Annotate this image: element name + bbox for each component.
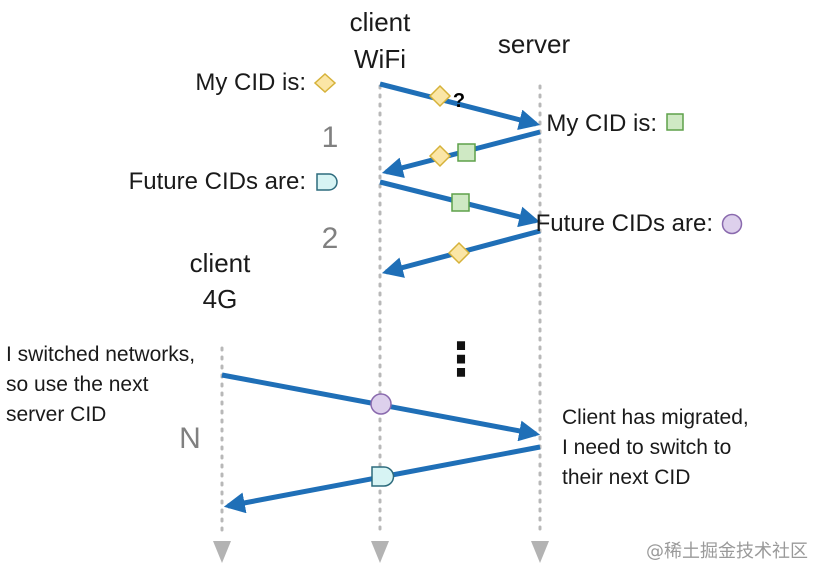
switched-networks-line1: I switched networks, <box>6 343 195 366</box>
switched-networks-line3: server CID <box>6 403 106 426</box>
watermark: @稀土掘金技术社区 <box>646 541 808 562</box>
switched-networks-line2: so use the next <box>6 373 149 396</box>
continuation-dots: ⋮ <box>438 332 484 386</box>
client-4g-label-line1: client <box>190 248 251 278</box>
question-mark: ? <box>453 90 465 112</box>
client-wifi-label-line1: client <box>350 7 411 37</box>
client-4g-label-line2: 4G <box>203 284 238 314</box>
server-label: server <box>498 29 571 59</box>
circle-cid-icon <box>721 213 743 235</box>
diamond-on-arrow-4-icon <box>447 241 471 265</box>
diamond-on-arrow-1-icon <box>428 84 452 108</box>
arrow-client-to-server-1 <box>379 81 541 130</box>
circle-on-arrow-5-icon <box>370 393 392 415</box>
server-my-cid-label: My CID is: <box>546 110 657 137</box>
client-my-cid-label: My CID is: <box>195 69 306 96</box>
diamond-on-arrow-2-icon <box>428 144 452 168</box>
step-1-number: 1 <box>322 121 339 154</box>
client-wifi-label-line2: WiFi <box>354 44 406 74</box>
server-future-cids-label: Future CIDs are: <box>536 210 713 237</box>
migrated-note-line2: I need to switch to <box>562 436 731 459</box>
d-shape-cid-icon <box>316 173 338 191</box>
client-wifi-lifeline-end-arrow <box>371 541 389 563</box>
square-on-arrow-3-icon <box>451 193 470 212</box>
client-future-cids-label: Future CIDs are: <box>129 168 306 195</box>
migrated-note-line1: Client has migrated, <box>562 406 749 429</box>
step-n-number: N <box>179 422 201 455</box>
square-on-arrow-2-icon <box>457 143 476 162</box>
diamond-cid-icon <box>313 72 337 94</box>
migrated-note-line3: their next CID <box>562 466 690 489</box>
square-cid-icon <box>666 113 684 131</box>
client-4g-lifeline-end-arrow <box>213 541 231 563</box>
step-2-number: 2 <box>322 222 339 255</box>
server-lifeline-end-arrow <box>531 541 549 563</box>
d-shape-on-arrow-6-icon <box>371 466 395 487</box>
